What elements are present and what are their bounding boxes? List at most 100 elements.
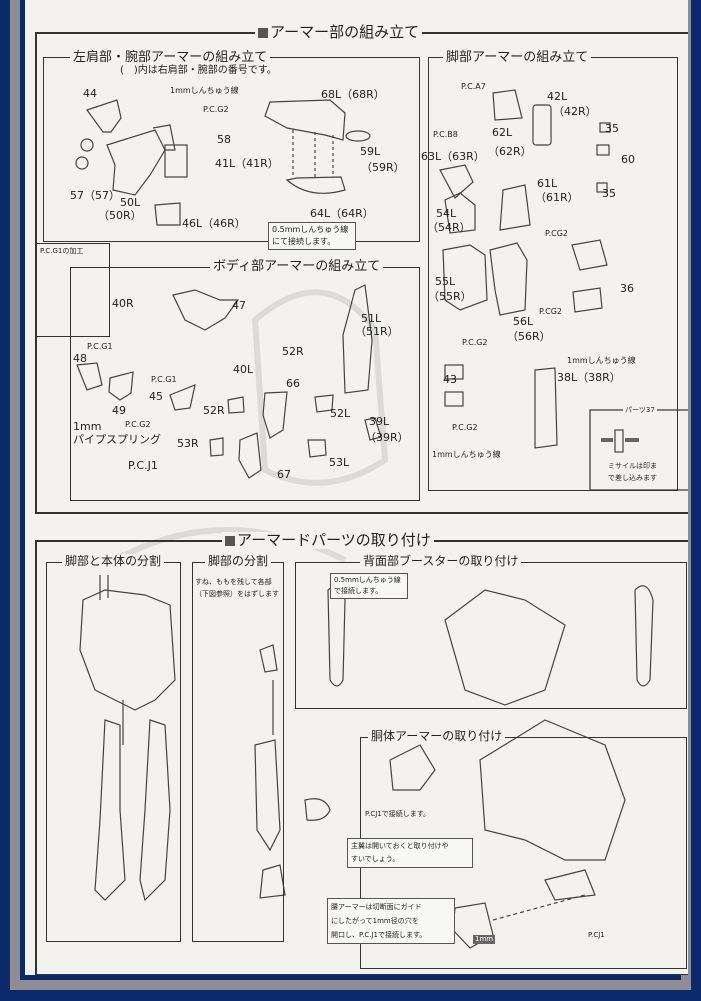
part-label: 1mm bbox=[73, 420, 102, 433]
note-line: 主翼は開いておくと取り付けや bbox=[351, 842, 449, 850]
note-line: すいでしょう。 bbox=[351, 855, 400, 863]
part-label: 35 bbox=[605, 122, 619, 135]
leg-body-split-title: 脚部と本体の分割 bbox=[62, 554, 165, 569]
part-label: （50R） bbox=[98, 209, 142, 222]
part-label: P.C.A7 bbox=[461, 82, 486, 91]
part-label: 42L bbox=[547, 90, 568, 103]
leg-split-box bbox=[192, 562, 284, 942]
note-line: 0.5mmしんちゅう線 bbox=[334, 576, 401, 584]
armor-assembly-title-text: アーマー部の組み立て bbox=[270, 23, 420, 41]
part-label: 51L bbox=[361, 312, 382, 325]
part-label: 53L bbox=[329, 456, 350, 469]
part-label: 57（57） bbox=[70, 189, 120, 202]
part-label: 52R bbox=[282, 345, 304, 358]
part-label: P.C.G1 bbox=[87, 342, 113, 351]
wing-note: 主翼は開いておくと取り付けや すいでしょう。 bbox=[347, 838, 473, 868]
part-label: 48 bbox=[73, 352, 87, 365]
part-label: 47 bbox=[232, 299, 246, 312]
manual-page: アーマー部の組み立て 左肩部・腕部アーマーの組み立て ( )内は右肩部・腕部の番… bbox=[25, 0, 688, 975]
part-label: （56R） bbox=[507, 330, 551, 343]
part-label: 66 bbox=[286, 377, 300, 390]
part-label: （42R） bbox=[553, 105, 597, 118]
part-label: P.C.G2 bbox=[452, 423, 478, 432]
part-label: （54R） bbox=[427, 221, 471, 234]
mm-label: 1mm bbox=[473, 935, 496, 944]
note-line: にしたがって1mm径の穴を bbox=[331, 917, 419, 925]
note-line: で接続します。 bbox=[334, 587, 383, 595]
part-label: 53R bbox=[177, 437, 199, 450]
note-line: 開口し、P.C.J1で接続します。 bbox=[331, 931, 427, 939]
part-label: 40R bbox=[112, 297, 134, 310]
part-label: 36 bbox=[620, 282, 634, 295]
shoulder-arm-subtitle: ( )内は右肩部・腕部の番号です。 bbox=[120, 65, 277, 76]
shoulder-arm-title: 左肩部・腕部アーマーの組み立て bbox=[70, 50, 271, 65]
part-label: 1mmしんちゅう線 bbox=[567, 356, 636, 365]
part-label: 46L（46R） bbox=[182, 217, 246, 230]
part-label: 41L（41R） bbox=[215, 157, 279, 170]
leg-body-split-box bbox=[46, 562, 181, 942]
leg-armor-title: 脚部アーマーの組み立て bbox=[443, 50, 592, 65]
note-line: にて接続します。 bbox=[272, 237, 336, 246]
part-label: 55L bbox=[435, 275, 456, 288]
armored-parts-title-text: アーマードパーツの取り付け bbox=[237, 531, 431, 549]
pcj1-label: P.CJ1 bbox=[588, 931, 605, 939]
note-line: 腰アーマーは切断面にガイド bbox=[331, 903, 422, 911]
booster-note: 0.5mmしんちゅう線 で接続します。 bbox=[330, 573, 408, 599]
part-label: 68L（68R） bbox=[321, 88, 385, 101]
part-label: （61R） bbox=[535, 191, 579, 204]
part-label: 64L（64R） bbox=[310, 207, 374, 220]
part-label: パイプスプリング bbox=[73, 433, 161, 446]
part-label: 35 bbox=[602, 187, 616, 200]
leg-split-title: 脚部の分割 bbox=[205, 554, 272, 569]
body-armor-title: ボディ部アーマーの組み立て bbox=[210, 259, 384, 274]
part-label: 44 bbox=[83, 87, 97, 100]
part-label: （51R） bbox=[355, 325, 399, 338]
part-label: 50L bbox=[120, 196, 141, 209]
waist-armor-note: 腰アーマーは切断面にガイド にしたがって1mm径の穴を 開口し、P.C.J1で接… bbox=[327, 898, 455, 944]
part-label: 1mmしんちゅう線 bbox=[432, 450, 501, 459]
part-label: 52L bbox=[330, 407, 351, 420]
part-label: 38L（38R） bbox=[557, 371, 621, 384]
part-label: 49 bbox=[112, 404, 126, 417]
parts37-title: パーツ37 bbox=[623, 406, 657, 415]
part-label: 58 bbox=[217, 133, 231, 146]
pcj1-note: P.CJ1で接続します。 bbox=[365, 810, 431, 818]
part-label: P.C.G1 bbox=[151, 375, 177, 384]
part-label: （59R） bbox=[361, 161, 405, 174]
part-label: 59L bbox=[360, 145, 381, 158]
leg-split-note: （下図参照）をはずします bbox=[195, 590, 279, 598]
torso-title: 胴体アーマーの取り付け bbox=[368, 729, 506, 744]
part-label: P.C.J1 bbox=[128, 459, 158, 472]
parts37-note: で差し込みます bbox=[608, 474, 657, 482]
parts37-note: ミサイルは印ま bbox=[608, 462, 657, 470]
booster-title: 背面部ブースターの取り付け bbox=[360, 554, 522, 569]
part-label: 60 bbox=[621, 153, 635, 166]
part-label: （62R） bbox=[488, 145, 532, 158]
part-label: 56L bbox=[513, 315, 534, 328]
part-label: （55R） bbox=[428, 290, 472, 303]
part-label: 67 bbox=[277, 468, 291, 481]
part-label: 52R bbox=[203, 404, 225, 417]
part-label: 39L bbox=[369, 415, 390, 428]
pcg1-processing-box bbox=[36, 243, 110, 337]
part-label: 62L bbox=[492, 126, 513, 139]
part-label: P.CG2 bbox=[539, 307, 562, 316]
part-label: 54L bbox=[436, 207, 457, 220]
note-line: 0.5mmしんちゅう線 bbox=[272, 225, 349, 234]
leg-split-note: すね、ももを残して各部 bbox=[195, 578, 272, 586]
part-label: 63L（63R） bbox=[421, 150, 485, 163]
part-label: 43 bbox=[443, 373, 457, 386]
part-label: （39R） bbox=[365, 431, 409, 444]
armor-assembly-title: アーマー部の組み立て bbox=[255, 23, 423, 41]
part-label: P.C.B8 bbox=[433, 130, 458, 139]
part-label: P.CG2 bbox=[545, 229, 568, 238]
part-label: 1mmしんちゅう線 bbox=[170, 86, 239, 95]
part-label: 45 bbox=[149, 390, 163, 403]
part-label: P.C.G2 bbox=[203, 105, 229, 114]
part-label: 61L bbox=[537, 177, 558, 190]
pcg1-processing-title: P.C.G1の加工 bbox=[40, 247, 84, 255]
armored-parts-title: アーマードパーツの取り付け bbox=[222, 532, 434, 549]
brass-wire-note: 0.5mmしんちゅう線 にて接続します。 bbox=[268, 222, 356, 250]
part-label: P.C.G2 bbox=[462, 338, 488, 347]
part-label: 40L bbox=[233, 363, 254, 376]
